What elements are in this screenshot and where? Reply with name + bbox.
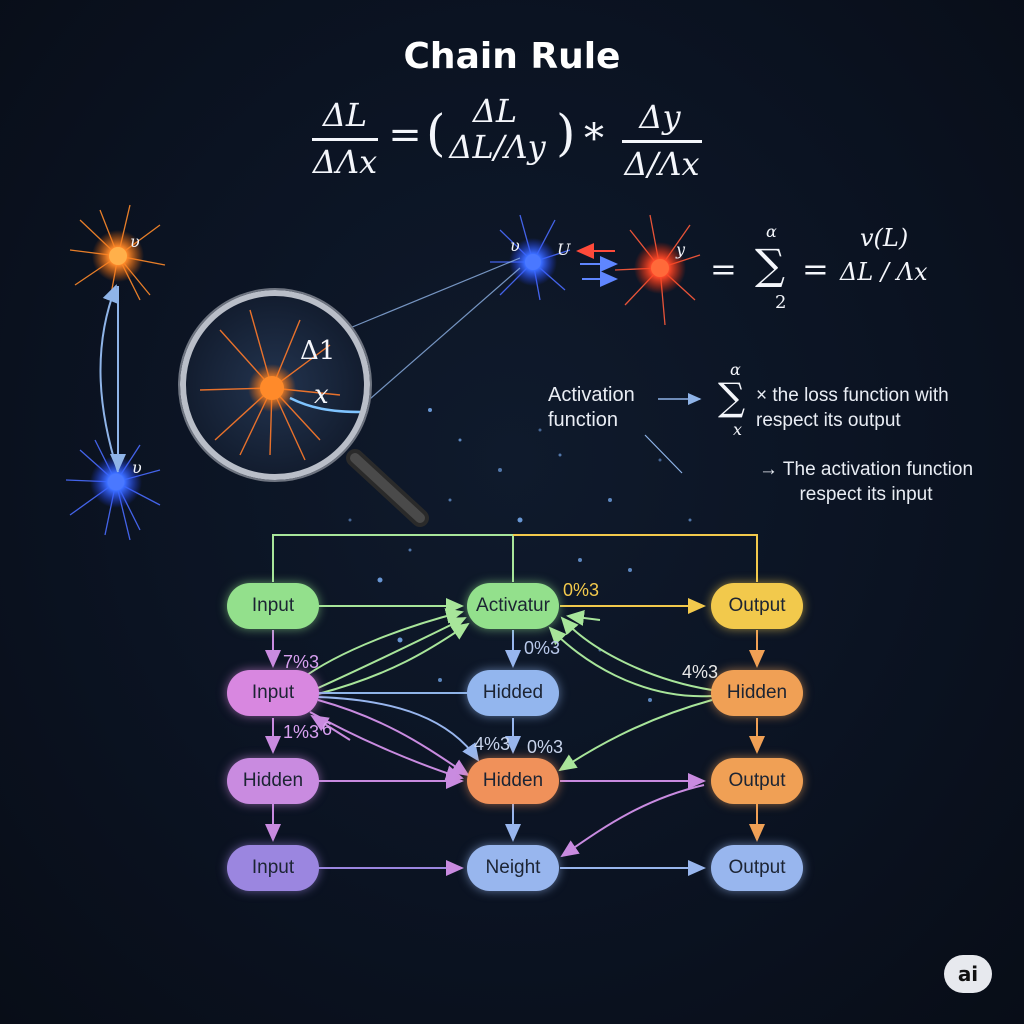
- edge-label-4: 4%3: [682, 662, 719, 682]
- edge-label-1: 0%3: [563, 580, 600, 600]
- zoom-line-top: [344, 257, 521, 331]
- top-right-sum-sign: ∑: [755, 240, 785, 289]
- blue-neuron-label: υ: [510, 236, 520, 255]
- network-edges: [265, 534, 765, 876]
- background-sparkles: [348, 408, 692, 702]
- node-hidden-center: Hidden: [467, 758, 559, 804]
- top-right-frac-num: v(L): [860, 224, 909, 252]
- lhs-numerator: ΔL: [322, 96, 368, 134]
- paren-open: (: [426, 104, 446, 162]
- top-right-sum-top: α: [766, 222, 777, 241]
- node-output-1: Output: [711, 583, 803, 629]
- node-hidded: Hidded: [467, 670, 559, 716]
- equals-sign: =: [388, 112, 422, 158]
- node-output-3: Output: [711, 845, 803, 891]
- times-sign: *: [584, 116, 604, 162]
- red-neuron-label: y: [676, 240, 686, 259]
- node-output-2: Output: [711, 758, 803, 804]
- top-right-blue-neuron-soma: [525, 254, 541, 270]
- node-neight: Neight: [467, 845, 559, 891]
- node-activatur: Activatur: [467, 583, 559, 629]
- left-arrow-up: [99, 284, 119, 473]
- lhs-denominator: ΔΛx: [312, 143, 378, 181]
- activation-sum-bottom: x: [733, 420, 743, 439]
- ai-badge: ai: [944, 955, 992, 993]
- activation-function-label: Activation function: [548, 384, 635, 431]
- rhs-fraction-bar: [622, 140, 702, 143]
- zoom-line-bottom: [354, 267, 521, 413]
- left-bottom-neuron-label: υ: [132, 458, 142, 477]
- edge-label-5: 1%3: [283, 722, 320, 742]
- top-right-equals-2: =: [802, 250, 829, 288]
- edge-label-8: 0%3: [527, 737, 564, 757]
- top-right-frac-den: ΔL / Λx: [840, 258, 928, 286]
- node-hidden-left: Hidden: [227, 758, 319, 804]
- mid-numerator: ΔL: [472, 92, 518, 130]
- magnifier-x-label: x: [314, 380, 329, 410]
- magnifier-delta-label: Δ1: [300, 336, 336, 366]
- page-title: Chain Rule: [403, 36, 621, 77]
- activation-desc-input: → The activation function respect its in…: [758, 459, 974, 505]
- chain-rule-equation: ΔL ΔΛx = ( ΔL ΔL/Λy ) * Δy Δ/Λx: [0, 0, 1024, 190]
- left-bottom-neuron-soma: [108, 474, 124, 490]
- left-top-neuron-label: υ: [130, 232, 140, 251]
- activation-desc-output: × the loss function with respect its out…: [756, 385, 949, 431]
- activation-sum-sign: ∑: [718, 375, 746, 419]
- magnifier: [178, 288, 429, 527]
- node-hidden-right: Hidden: [711, 670, 803, 716]
- node-input-2: Input: [227, 670, 319, 716]
- activation-sum-top: α: [730, 360, 741, 379]
- lhs-fraction-bar: [312, 138, 378, 141]
- activation-arrow-diag: [644, 434, 683, 474]
- rhs-denominator: Δ/Λx: [624, 145, 700, 183]
- node-input-3: Input: [227, 845, 319, 891]
- top-right-sum-bottom: 2: [775, 292, 787, 313]
- rhs-numerator: Δy: [639, 98, 681, 136]
- top-right-red-neuron-soma: [651, 259, 669, 277]
- edge-label-7: 4%3: [474, 734, 511, 754]
- blue-neuron-label-2: U: [557, 240, 571, 259]
- paren-close: ): [556, 104, 576, 162]
- node-input-1: Input: [227, 583, 319, 629]
- edge-label-3: 7%3: [283, 652, 320, 672]
- mid-denominator: ΔL/Λy: [449, 128, 546, 166]
- top-right-equals-1: =: [710, 250, 737, 288]
- edge-label-6: 6: [322, 719, 333, 739]
- edge-label-2: 0%3: [524, 638, 561, 658]
- left-top-neuron-soma: [109, 247, 127, 265]
